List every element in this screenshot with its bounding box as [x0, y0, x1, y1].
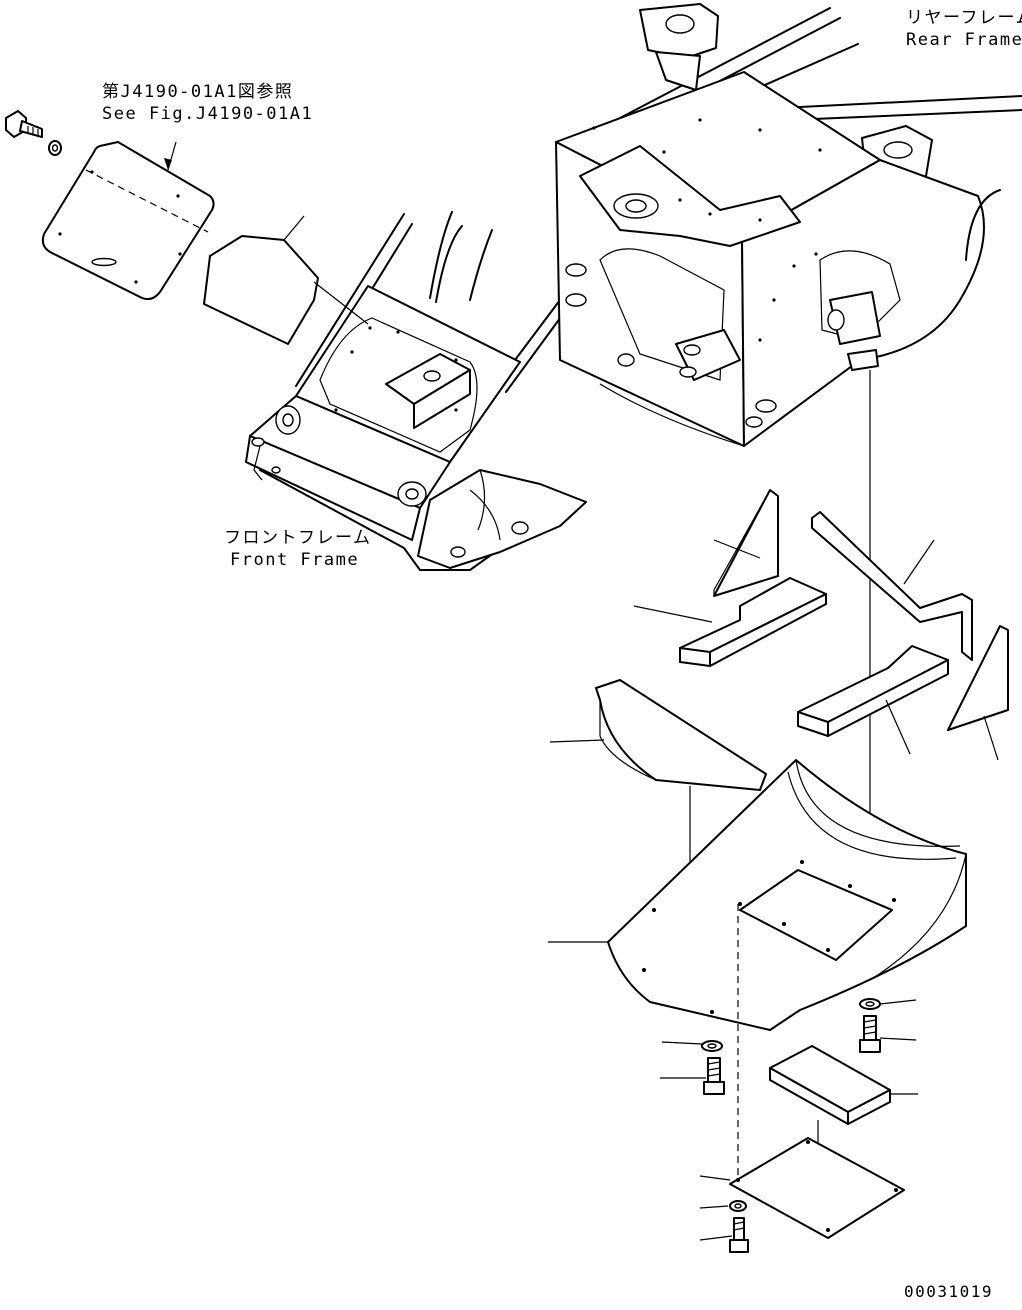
rear-frame	[555, 3, 1022, 447]
cover-plate-top-left	[41, 141, 215, 301]
front-frame-label-ja: フロントフレーム	[224, 528, 372, 548]
front-frame	[245, 211, 587, 571]
figure-ref-en: See Fig.J4190-01A1	[102, 104, 314, 124]
triangle-pad-right	[947, 625, 1009, 761]
rear-frame-label-ja: リヤーフレーム	[906, 8, 1022, 28]
insulation-pad-top-left	[203, 215, 319, 345]
triangle-pad-left	[713, 489, 779, 597]
bolt-right	[859, 1015, 917, 1053]
small-pad	[769, 1045, 918, 1186]
bolt-bottom	[699, 1217, 749, 1253]
small-cover-plate	[699, 1137, 905, 1239]
l-pad-lower	[797, 645, 949, 755]
l-pad-upper	[633, 577, 827, 667]
front-frame-label-en: Front Frame	[230, 550, 360, 570]
figure-ref-ja: 第J4190-01A1図参照	[102, 82, 294, 102]
floor-pan	[548, 759, 967, 1180]
rear-frame-label-en: Rear Frame	[906, 30, 1022, 50]
drawing-number: 00031019	[904, 1282, 994, 1301]
bolt-top-left	[5, 110, 43, 138]
bolt-left	[660, 1057, 725, 1095]
angled-pad-right	[811, 511, 973, 661]
